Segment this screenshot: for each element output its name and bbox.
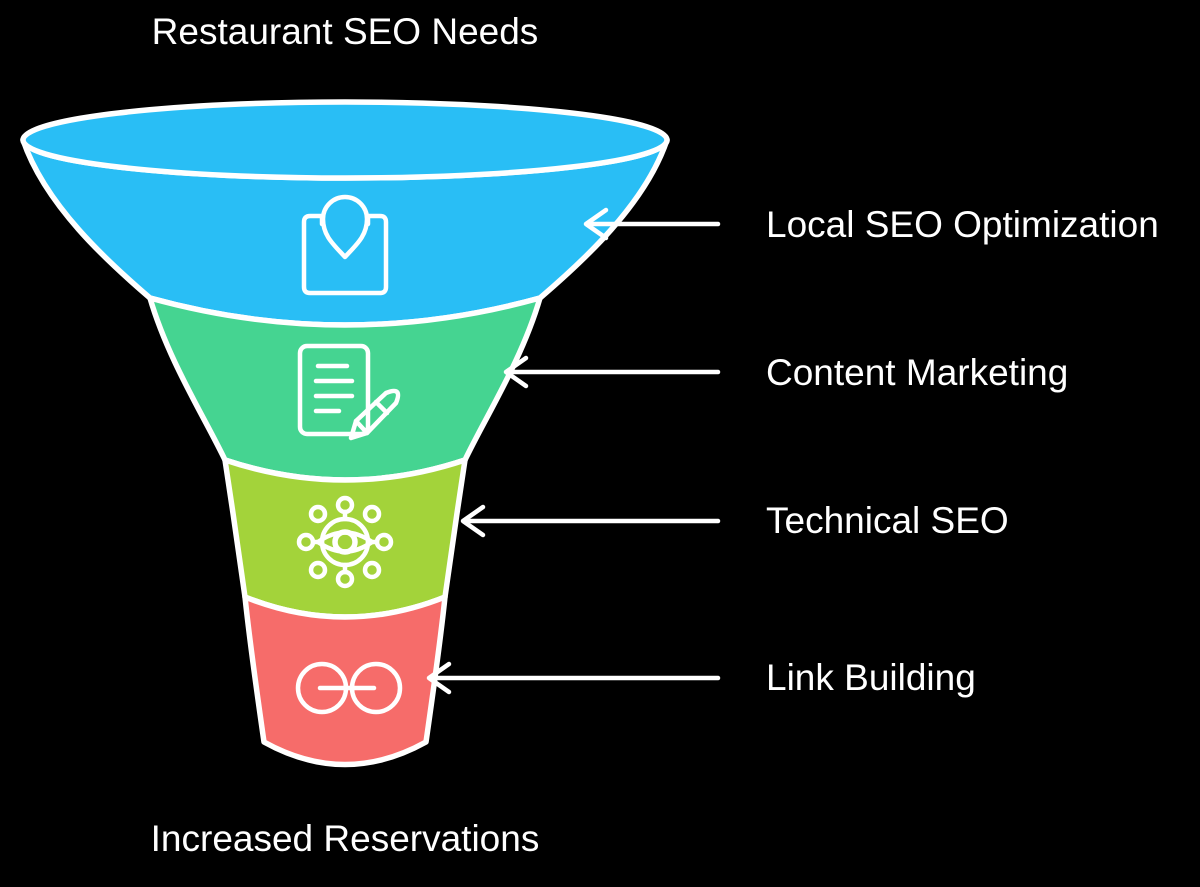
document-pencil-icon [297, 343, 401, 441]
diagram-title: Restaurant SEO Needs [152, 11, 539, 52]
eye-network-icon [296, 495, 394, 589]
arrow-link-building [426, 661, 721, 695]
diagram-footer: Increased Reservations [151, 818, 540, 859]
stage-label-link-building: Link Building [766, 657, 976, 698]
arrow-local-seo [583, 207, 721, 241]
funnel-top-ellipse [20, 99, 670, 181]
arrow-technical-seo [460, 504, 721, 538]
funnel-stage-technical-seo [222, 457, 468, 620]
stage-label-local-seo: Local SEO Optimization [766, 204, 1159, 245]
stage-label-technical-seo: Technical SEO [766, 500, 1009, 541]
map-pin-icon [301, 194, 389, 296]
arrow-content-marketing [503, 355, 721, 389]
chain-link-icon [295, 661, 403, 715]
funnel-stage-content-marketing [147, 295, 543, 483]
stage-label-content-marketing: Content Marketing [766, 352, 1068, 393]
